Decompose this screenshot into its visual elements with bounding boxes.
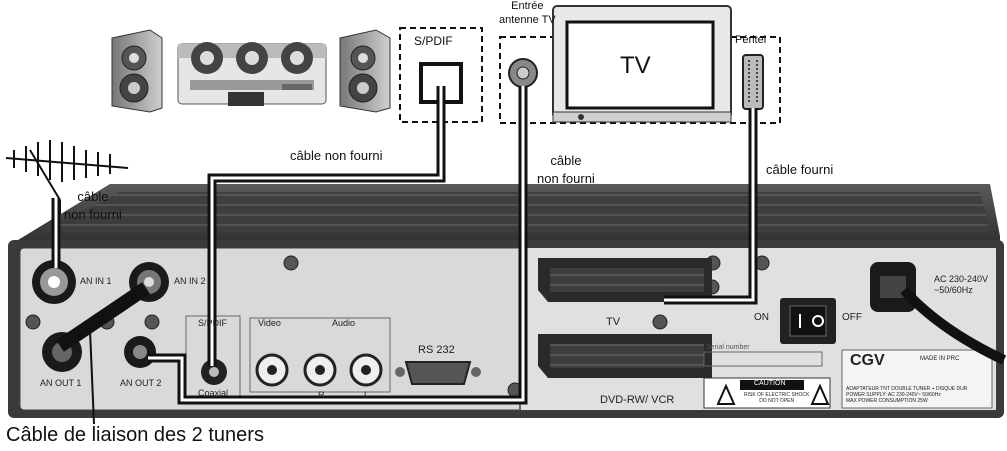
tv-set [552,5,732,123]
spdif-box-label: S/PDIF [414,34,453,48]
antenna-input-label: Entrée antenne TV [499,0,556,26]
video-label: Video [258,318,281,328]
antenna [5,140,129,215]
power-switch [780,298,836,344]
tuner-link-caption: Câble de liaison des 2 tuners [6,424,264,446]
audio-l-jack [349,353,383,387]
power-cable [900,286,1007,365]
on-label: ON [754,312,769,323]
audio-l-label: L [364,390,370,400]
scart-tv-port [538,258,712,302]
caution-text: RISK OF ELECTRIC SHOCK DO NOT OPEN [744,392,810,404]
spdif-cable-label: câble non fourni [290,148,383,163]
scart-tv-label: TV [606,316,621,328]
audio-r-label: R [318,390,325,400]
video-jack [255,353,289,387]
spdif-panel-label: S/PDIF [198,318,228,328]
an-out-1-label: AN OUT 1 [40,378,82,388]
spec-lines: ADAPTATEUR TNT DOUBLE TUNER + DISQUE DUR… [846,386,968,404]
tuner-link-cable [56,282,150,352]
audio-r-jack [303,353,337,387]
peritel-connector [742,54,764,110]
brand-logo: CGV [850,352,885,369]
right-speaker [339,29,391,113]
serial-number-field [703,351,823,367]
an-in-2-label: AN IN 2 [174,276,206,286]
tv-cable-label: câble non fourni [537,153,595,186]
power-spec-label: AC 230-240V ~50/60Hz [934,274,989,295]
rs232-port [395,361,481,385]
audio-label: Audio [332,318,356,328]
off-label: OFF [842,312,862,323]
made-in-label: MADE IN PRC [920,356,960,362]
left-speaker [111,29,163,113]
an-out-2-label: AN OUT 2 [120,378,162,388]
antenna-cable-label: câble non fourni [64,189,122,222]
serial-number-label: Serial number [706,344,750,351]
coaxial-label: Coaxial [198,388,229,398]
rating-plate [841,349,993,409]
an-in-1-label: AN IN 1 [80,276,112,286]
caution-label: CAUTION [754,380,786,387]
cables [51,86,1007,425]
power-inlet [870,262,916,312]
scart-dvd-label: DVD-RW/ VCR [600,394,675,406]
antenna-input-connector [508,58,538,88]
rs232-label: RS 232 [418,344,455,356]
an-in-1-connector [32,260,76,304]
tv-label: TV [620,52,651,79]
peritel-cable-label: câble fourni [766,162,834,177]
amplifier [177,42,327,106]
spdif-dashed-box [399,27,483,123]
peritel-label: Péritel [735,34,767,46]
scart-dvd-port [538,334,712,378]
an-out-2-connector [124,336,156,368]
